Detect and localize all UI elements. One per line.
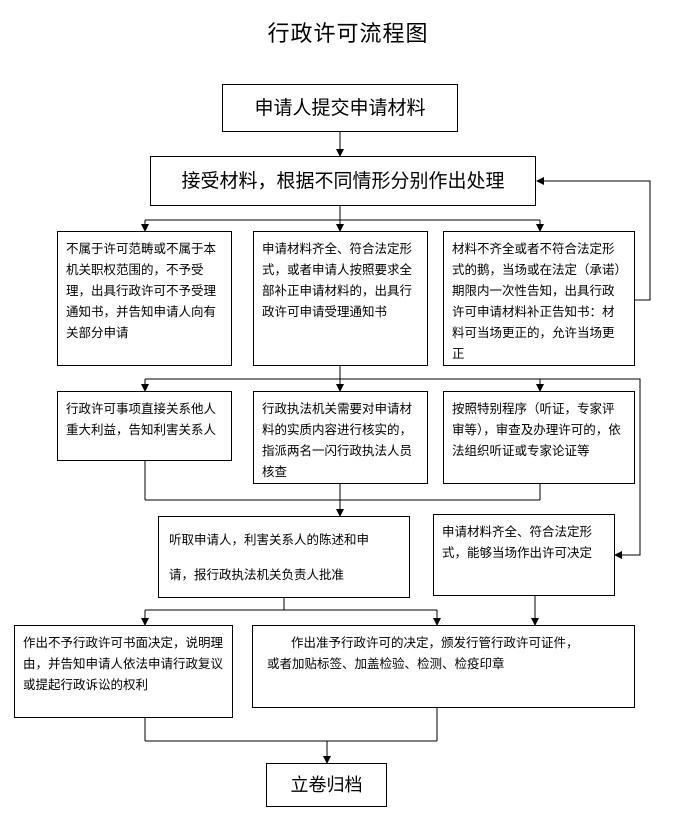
page-title: 行政许可流程图 (267, 22, 429, 47)
notify-interested-party-box: 行政许可事项直接关系他人重大利益，告知利害关系人 (57, 391, 232, 461)
hearing-box: 听取申请人，利害关系人的陈述和申 请，报行政执法机关负责人批准 (158, 516, 410, 598)
accept-notice-box: 申请材料齐全、符合法定形式，或者申请人按照要求全部补正申请材料的，出具行政许可申… (253, 231, 428, 366)
hearing-text-line1: 听取申请人，利害关系人的陈述和申 (169, 532, 370, 547)
supplement-notice-box: 材料不齐全或者不符合法定形式的鹅，当场或在法定（承诺）期限内一次性告知，出具行政… (443, 231, 635, 366)
grant-text-line1: 作出准予行政许可的决定，颁发行管行政许可证件， (291, 635, 579, 650)
hearing-text-line2: 请，报行政执法机关负责人批准 (169, 567, 345, 582)
archive-box: 立卷归档 (266, 763, 387, 807)
grant-text-line2: 或者加贴标签、加盖检验、检测、检疫印章 (267, 656, 505, 671)
verify-materials-box: 行政执法机关需要对申请材料的实质内容进行核实的，指派两名一闪行政执法人员核查 (253, 391, 428, 484)
submit-application-box: 申请人提交申请材料 (222, 84, 458, 132)
special-procedure-box: 按照特别程序（听证，专家评审等），审查及办理许可的，依法组织听证或专家论证等 (443, 391, 635, 484)
deny-decision-box: 作出不予行政许可书面决定，说明理由，并告知申请人依法申请行政复议或提起行政诉讼的… (14, 625, 233, 718)
accept-materials-box: 接受材料，根据不同情形分别作出处理 (150, 156, 536, 206)
onspot-decision-box: 申请材料齐全、符合法定形式，能够当场作出许可决定 (433, 514, 615, 596)
reject-box: 不属于许可范畴或不属于本机关职权范围的，不予受理，出具行政许可不予受理通知书，并… (57, 231, 232, 366)
grant-decision-box: 作出准予行政许可的决定，颁发行管行政许可证件， 或者加贴标签、加盖检验、检测、检… (252, 625, 635, 708)
